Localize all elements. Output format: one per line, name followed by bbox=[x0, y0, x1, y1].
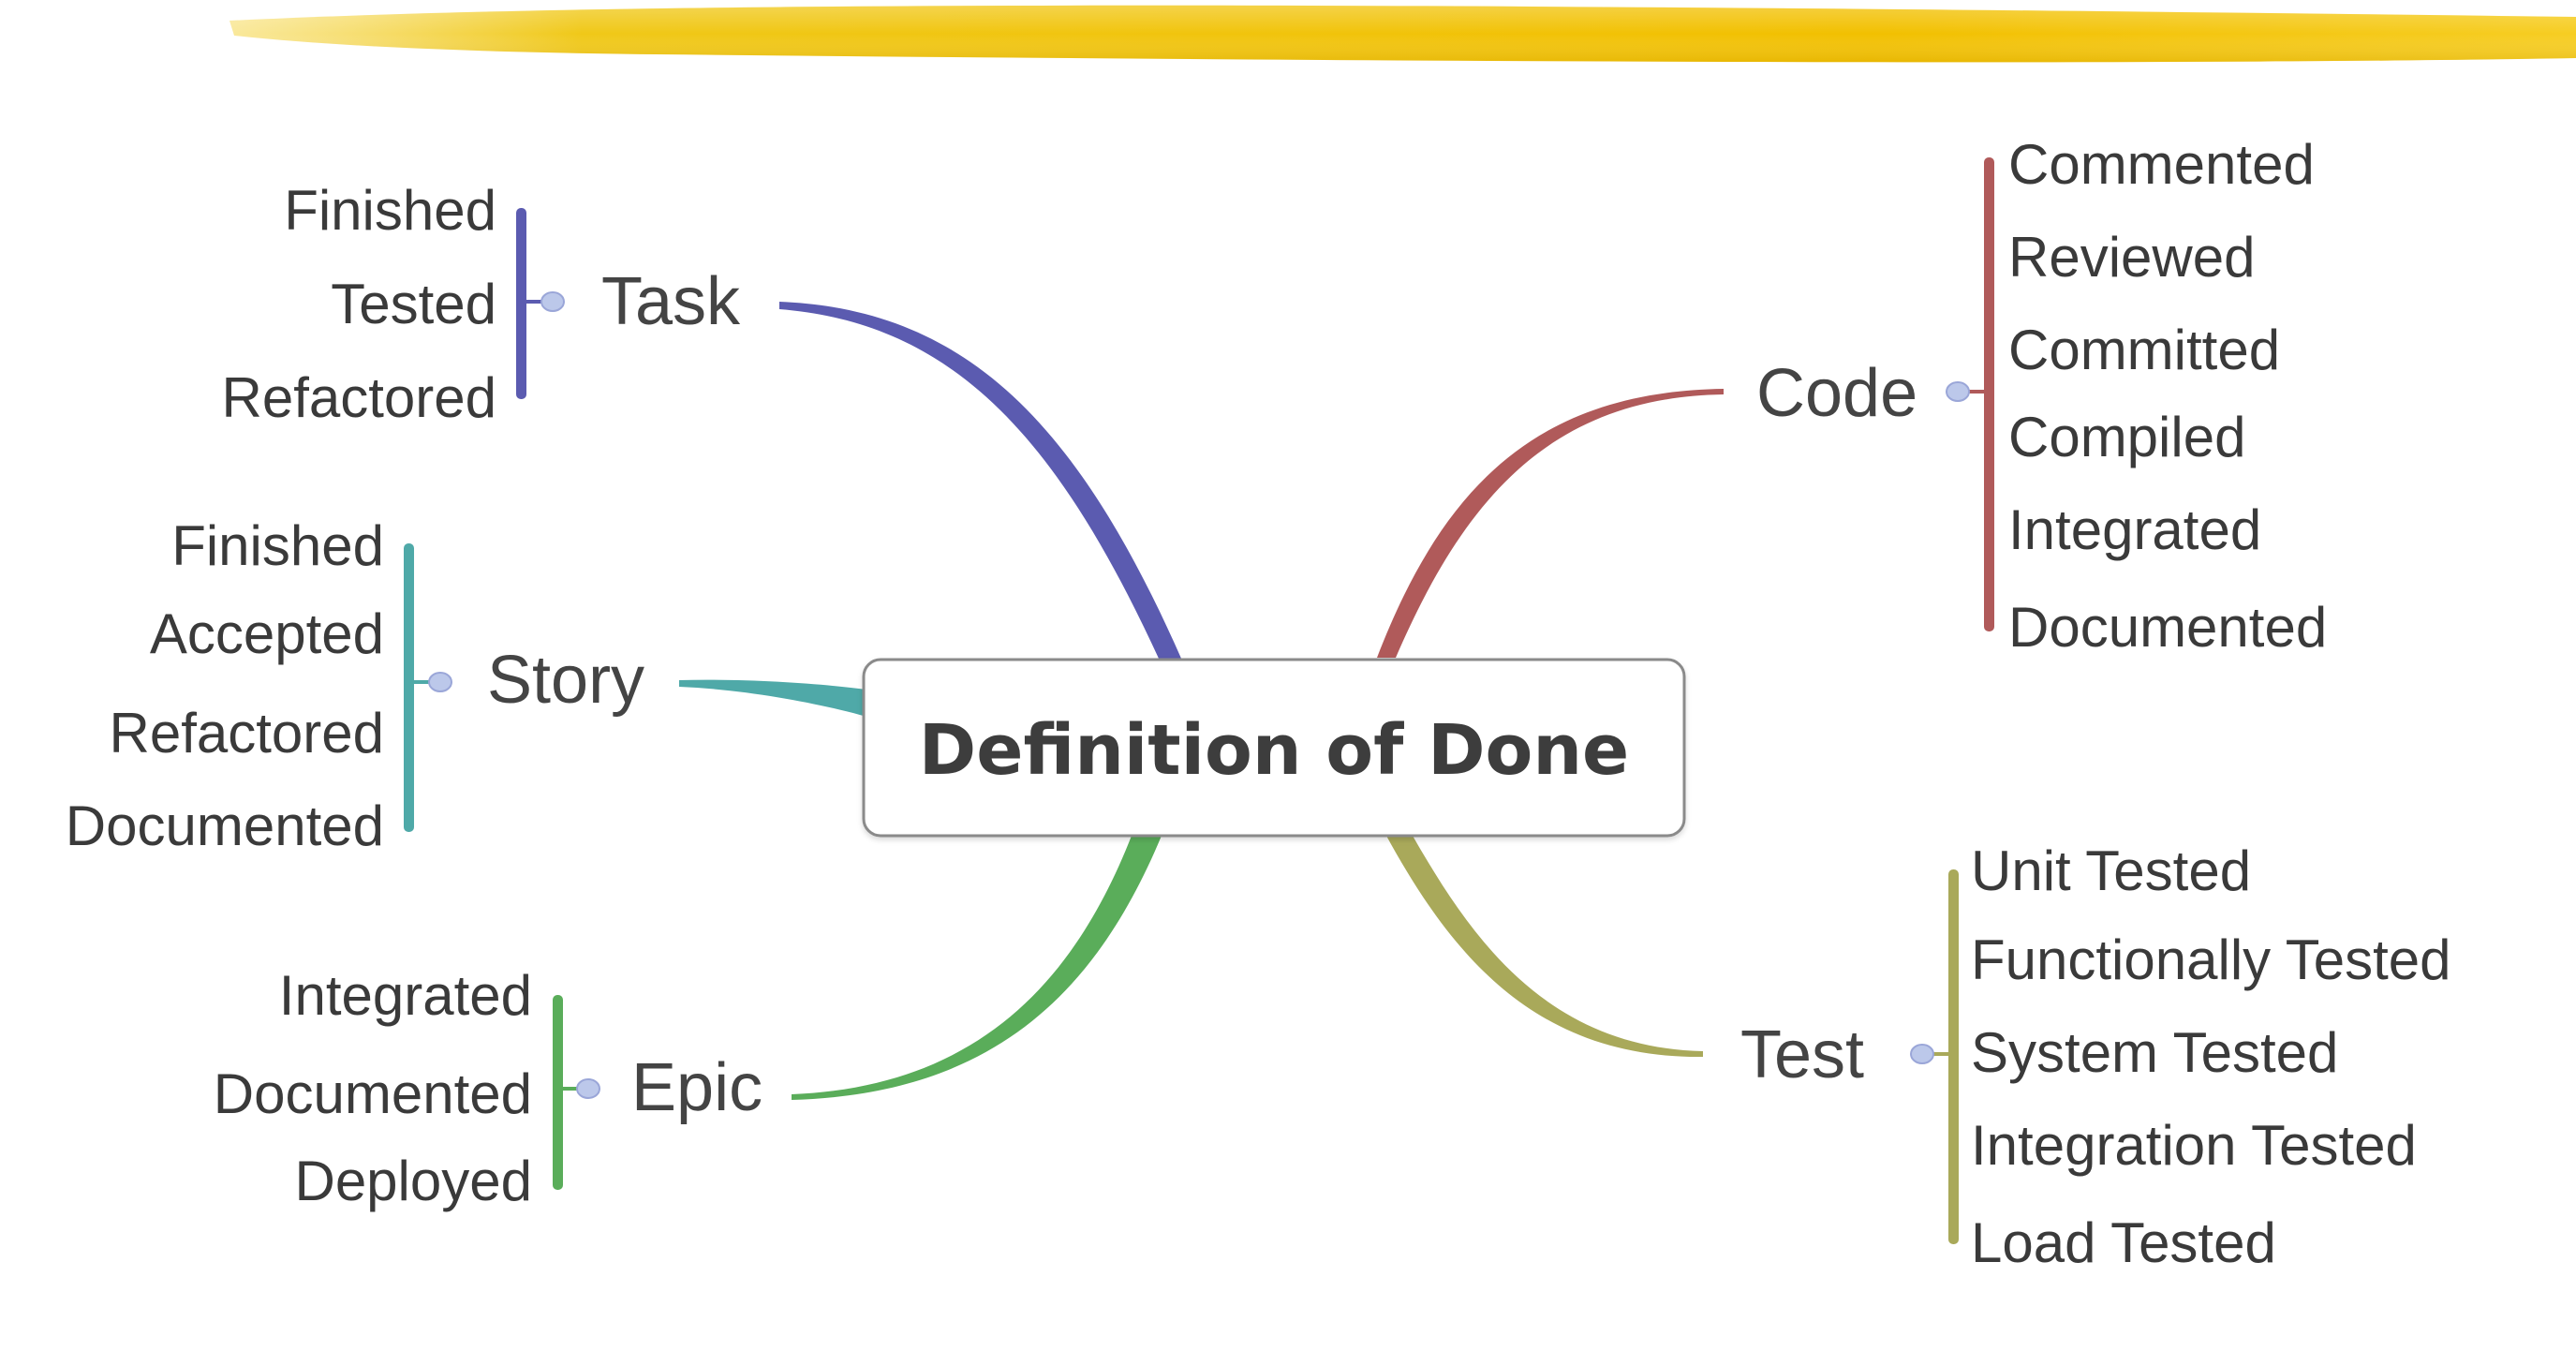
task-bracket bbox=[516, 208, 526, 399]
story-item[interactable]: Documented bbox=[66, 794, 384, 857]
story-collapse-marker[interactable] bbox=[428, 672, 452, 692]
story-item[interactable]: Finished bbox=[171, 514, 384, 577]
epic-item[interactable]: Deployed bbox=[294, 1150, 532, 1212]
code-item[interactable]: Integrated bbox=[2008, 498, 2261, 561]
code-item[interactable]: Documented bbox=[2008, 596, 2327, 659]
branch-code: Code Commented Reviewed Committed Compil… bbox=[1756, 133, 2327, 659]
code-item[interactable]: Committed bbox=[2008, 319, 2280, 381]
code-item[interactable]: Reviewed bbox=[2008, 226, 2255, 289]
test-bracket bbox=[1948, 869, 1959, 1244]
test-item[interactable]: Load Tested bbox=[1971, 1211, 2276, 1274]
code-bracket bbox=[1984, 157, 1994, 631]
code-item[interactable]: Compiled bbox=[2008, 406, 2245, 468]
branch-epic: Epic Integrated Documented Deployed bbox=[214, 964, 762, 1212]
connector-task bbox=[779, 302, 1182, 661]
epic-collapse-marker[interactable] bbox=[576, 1078, 600, 1099]
epic-item[interactable]: Documented bbox=[214, 1062, 532, 1125]
root-node[interactable]: Definition of Done bbox=[862, 658, 1686, 838]
epic-label[interactable]: Epic bbox=[631, 1050, 762, 1125]
test-item[interactable]: Functionally Tested bbox=[1971, 928, 2451, 991]
connector-story bbox=[679, 679, 866, 717]
story-bracket bbox=[404, 543, 414, 832]
branch-story: Story Finished Accepted Refactored Docum… bbox=[66, 514, 644, 857]
task-item[interactable]: Finished bbox=[284, 179, 496, 242]
code-label[interactable]: Code bbox=[1756, 356, 1917, 431]
code-item[interactable]: Commented bbox=[2008, 133, 2315, 196]
test-label[interactable]: Test bbox=[1740, 1017, 1864, 1092]
task-item[interactable]: Refactored bbox=[222, 366, 497, 429]
story-label[interactable]: Story bbox=[487, 643, 644, 718]
branch-connectors bbox=[679, 302, 1724, 1100]
epic-bracket bbox=[553, 995, 563, 1190]
story-item[interactable]: Refactored bbox=[110, 702, 385, 765]
connector-test bbox=[1386, 836, 1703, 1058]
connector-epic bbox=[792, 836, 1162, 1100]
test-item[interactable]: System Tested bbox=[1971, 1021, 2338, 1084]
branch-test: Test Unit Tested Functionally Tested Sys… bbox=[1740, 839, 2451, 1274]
test-item[interactable]: Unit Tested bbox=[1971, 839, 2251, 902]
connector-code bbox=[1377, 389, 1724, 658]
code-collapse-marker[interactable] bbox=[1946, 381, 1970, 402]
test-item[interactable]: Integration Tested bbox=[1971, 1114, 2417, 1177]
root-title: Definition of Done bbox=[919, 710, 1629, 791]
branch-task: Task Finished Tested Refactored bbox=[222, 179, 742, 429]
task-item[interactable]: Tested bbox=[331, 273, 496, 335]
task-label[interactable]: Task bbox=[601, 264, 741, 339]
highlighter-stroke bbox=[229, 5, 2576, 63]
task-collapse-marker[interactable] bbox=[540, 291, 565, 312]
story-item[interactable]: Accepted bbox=[150, 602, 384, 665]
epic-item[interactable]: Integrated bbox=[279, 964, 532, 1027]
test-collapse-marker[interactable] bbox=[1910, 1044, 1934, 1064]
